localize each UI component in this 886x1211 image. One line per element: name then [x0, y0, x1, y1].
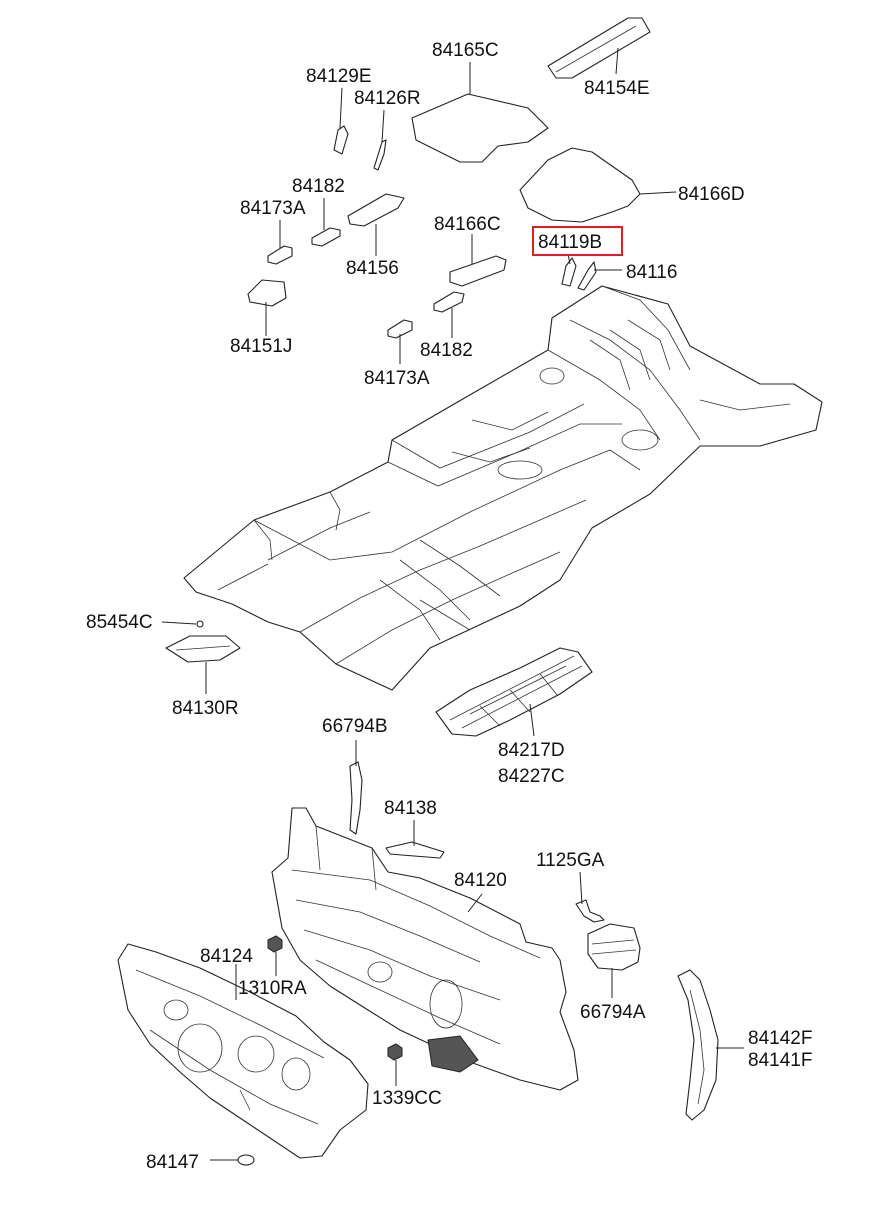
part-84151J[interactable] [247, 279, 287, 307]
label-66794A[interactable]: 66794A [580, 1002, 646, 1023]
part-84142F[interactable] [677, 969, 719, 1121]
part-1310RA[interactable] [267, 935, 283, 953]
label-1339CC[interactable]: 1339CC [372, 1088, 442, 1109]
highlight-box [532, 226, 623, 256]
part-1339CC[interactable] [387, 1043, 403, 1061]
label-84120[interactable]: 84120 [454, 870, 507, 891]
part-84124[interactable] [117, 943, 369, 1159]
label-84141F[interactable]: 84141F [748, 1050, 812, 1071]
label-84154E[interactable]: 84154E [584, 78, 650, 99]
label-84217D[interactable]: 84217D [498, 740, 565, 761]
label-84156[interactable]: 84156 [346, 258, 399, 279]
dash-panel-details [291, 825, 541, 1073]
part-66794B[interactable] [349, 761, 363, 835]
part-84147[interactable] [237, 1154, 255, 1166]
part-84166D[interactable] [519, 147, 641, 223]
part-66794A[interactable] [587, 923, 641, 971]
part-84182-b[interactable] [433, 291, 465, 313]
label-84173A-b[interactable]: 84173A [364, 368, 430, 389]
label-84173A-a[interactable]: 84173A [240, 198, 306, 219]
label-84147[interactable]: 84147 [146, 1152, 199, 1173]
label-84138[interactable]: 84138 [384, 798, 437, 819]
part-1125GA[interactable] [575, 899, 605, 923]
part-85454C[interactable] [196, 620, 204, 628]
label-84129E[interactable]: 84129E [306, 66, 372, 87]
label-84126R[interactable]: 84126R [354, 88, 421, 109]
label-84124[interactable]: 84124 [200, 946, 253, 967]
part-84156[interactable] [347, 193, 405, 227]
label-84166C[interactable]: 84166C [434, 214, 501, 235]
label-84142F[interactable]: 84142F [748, 1028, 812, 1049]
part-84138[interactable] [385, 841, 445, 859]
label-84130R[interactable]: 84130R [172, 698, 239, 719]
insulator-details [135, 969, 325, 1125]
label-84182-a[interactable]: 84182 [292, 176, 345, 197]
part-84120[interactable] [271, 807, 579, 1091]
part-84130R[interactable] [165, 635, 241, 663]
under-tray-grid [449, 655, 583, 729]
part-84126R[interactable] [373, 139, 387, 171]
label-84119B[interactable]: 84119B [538, 232, 602, 253]
part-84166C[interactable] [449, 255, 507, 287]
floor-panel-details [217, 285, 791, 665]
part-84116[interactable] [577, 261, 597, 291]
part-84129E[interactable] [333, 125, 349, 155]
part-84173A-a[interactable] [267, 245, 293, 265]
label-84151J[interactable]: 84151J [230, 336, 292, 357]
part-84165C[interactable] [411, 93, 549, 163]
part-84182-a[interactable] [311, 227, 341, 247]
label-1125GA[interactable]: 1125GA [536, 850, 605, 871]
label-1310RA[interactable]: 1310RA [238, 978, 307, 999]
label-84165C[interactable]: 84165C [432, 40, 499, 61]
label-66794B[interactable]: 66794B [322, 716, 388, 737]
part-labels: 84165C 84154E 84129E 84126R 84166D 84182… [86, 40, 812, 1173]
part-84173A-b[interactable] [387, 319, 413, 339]
label-84182-b[interactable]: 84182 [420, 340, 473, 361]
leader-lines [161, 47, 744, 1161]
label-84116[interactable]: 84116 [626, 262, 677, 283]
label-84166D[interactable]: 84166D [678, 184, 745, 205]
label-85454C[interactable]: 85454C [86, 612, 153, 633]
part-84119B[interactable] [561, 257, 577, 287]
label-84227C[interactable]: 84227C [498, 766, 565, 787]
